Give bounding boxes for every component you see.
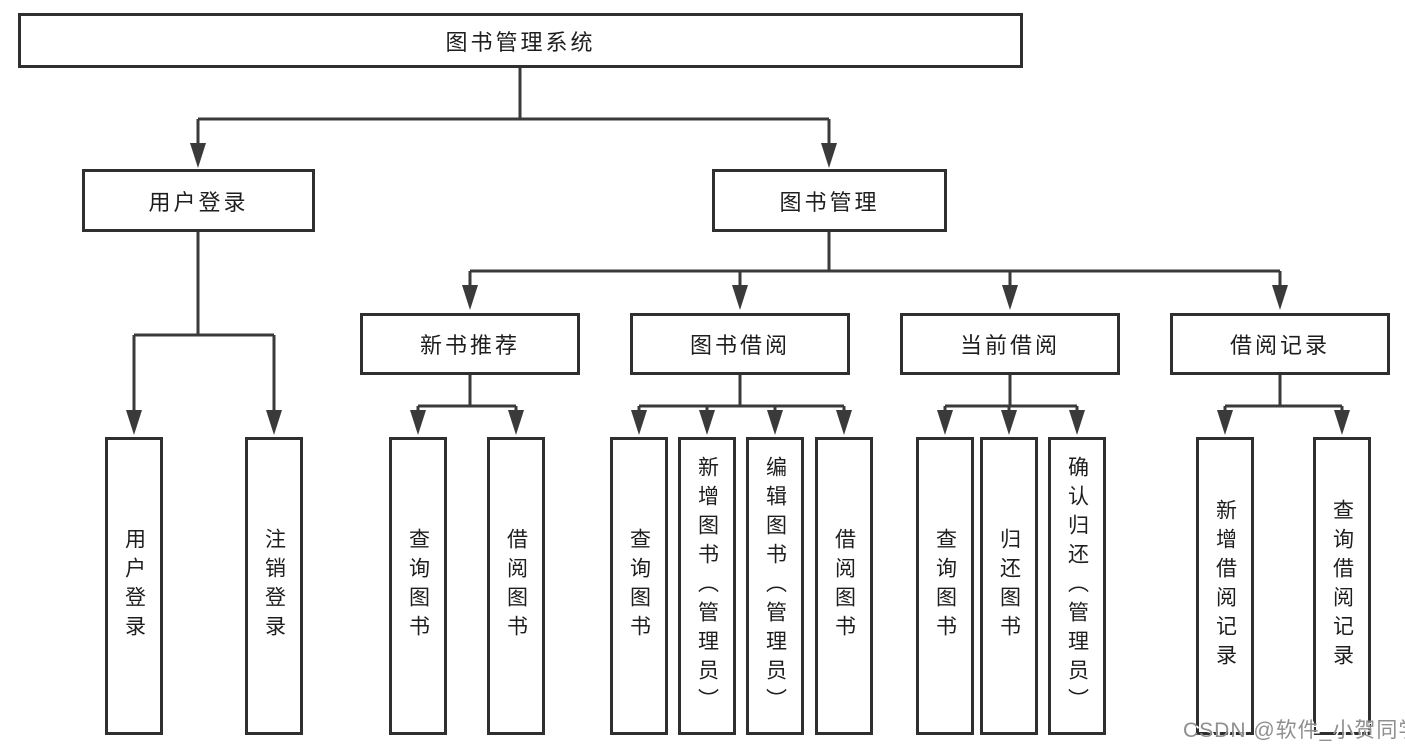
arrowhead-leaf-logout <box>266 410 282 435</box>
connector-newbooks-to-leaves <box>416 375 518 412</box>
arrowhead-currentborrow-query <box>937 410 953 435</box>
leaf-currentborrow-return: 归还图书 <box>980 437 1038 735</box>
node-user-login: 用户登录 <box>82 169 315 232</box>
arrowhead-current-borrowing <box>1002 285 1018 310</box>
node-new-book-recommend: 新书推荐 <box>360 313 580 375</box>
node-borrow-records: 借阅记录 <box>1170 313 1390 375</box>
arrowhead-book-borrowing <box>732 285 748 310</box>
arrowhead-bookborrow-query <box>631 410 647 435</box>
leaf-bookborrow-add-admin: 新增图书（管理员） <box>678 437 736 735</box>
node-root: 图书管理系统 <box>18 13 1023 68</box>
arrowhead-bookborrow-add <box>699 410 715 435</box>
arrowhead-borrow-records <box>1272 285 1288 310</box>
leaf-currentborrow-confirm-admin: 确认归还（管理员） <box>1048 437 1106 735</box>
arrowhead-user-login <box>190 143 206 168</box>
arrowhead-new-book-recommend <box>462 285 478 310</box>
connector-bookborrow-to-leaves <box>637 375 846 412</box>
csdn-watermark: CSDN @软件_小贺同学 <box>1183 719 1405 742</box>
leaf-newbooks-borrow: 借阅图书 <box>487 437 545 735</box>
node-book-management: 图书管理 <box>712 169 947 232</box>
connector-userlogin-to-leaves <box>132 232 276 412</box>
arrowhead-newbooks-borrow <box>508 410 524 435</box>
leaf-records-add: 新增借阅记录 <box>1196 437 1254 735</box>
arrowhead-currentborrow-confirm <box>1069 410 1085 435</box>
arrowhead-newbooks-query <box>410 410 426 435</box>
connector-records-to-leaves <box>1223 375 1344 412</box>
leaf-records-query: 查询借阅记录 <box>1313 437 1371 735</box>
arrowhead-bookborrow-borrow <box>836 410 852 435</box>
leaf-bookborrow-borrow: 借阅图书 <box>815 437 873 735</box>
connector-currentborrow-to-leaves <box>943 375 1079 412</box>
arrowhead-bookborrow-edit <box>767 410 783 435</box>
leaf-logout: 注销登录 <box>245 437 303 735</box>
node-current-borrowing: 当前借阅 <box>900 313 1120 375</box>
arrowhead-book-management <box>821 143 837 168</box>
connector-bookmgmt-to-level3 <box>468 232 1282 287</box>
arrowhead-records-add <box>1217 410 1233 435</box>
leaf-bookborrow-query: 查询图书 <box>610 437 668 735</box>
arrowhead-currentborrow-return <box>1001 410 1017 435</box>
node-book-borrowing: 图书借阅 <box>630 313 850 375</box>
leaf-bookborrow-edit-admin: 编辑图书（管理员） <box>746 437 804 735</box>
leaf-user-login: 用户登录 <box>105 437 163 735</box>
leaf-currentborrow-query: 查询图书 <box>916 437 974 735</box>
leaf-newbooks-query: 查询图书 <box>389 437 447 735</box>
connector-root-to-level2 <box>196 68 831 145</box>
arrowhead-leaf-user-login <box>126 410 142 435</box>
arrowhead-records-query <box>1334 410 1350 435</box>
